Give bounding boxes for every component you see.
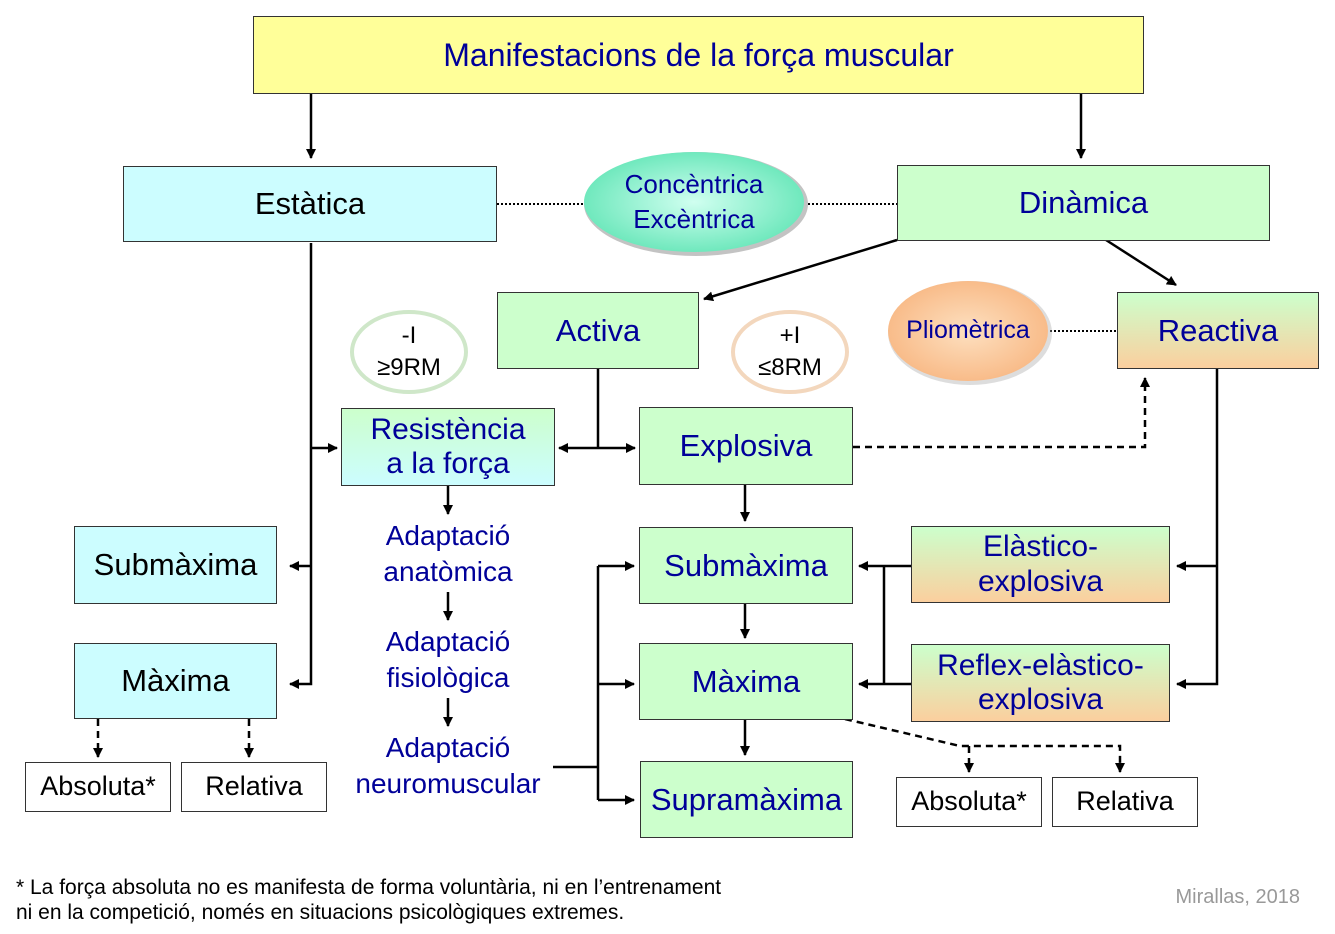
resistencia-line1: Resistència <box>370 412 526 446</box>
maxima-left-box: Màxima <box>74 643 277 719</box>
submaxima-center-box: Submàxima <box>639 527 853 604</box>
credit: Mirallas, 2018 <box>1175 886 1300 908</box>
adaptacio-neuromuscular-text: Adaptació neuromuscular <box>336 730 560 803</box>
adaptacio-anatomica-line1: Adaptació <box>385 520 511 551</box>
adaptacio-fisiologica-text: Adaptació fisiològica <box>340 624 556 697</box>
concentrica-label: Concèntrica <box>624 168 764 199</box>
footnote-line1: * La força absoluta no es manifesta de f… <box>16 876 722 899</box>
minus-intensity-oval: -I ≥9RM <box>352 312 466 392</box>
relativa-left-box: Relativa <box>181 762 327 812</box>
resistencia-line2: a la força <box>386 447 510 480</box>
absoluta-right-box: Absoluta* <box>896 777 1042 827</box>
elastico-explosiva-box: Elàstico- explosiva <box>911 526 1170 603</box>
elastico-line1: Elàstico- <box>982 530 1099 563</box>
eight-rm-label: ≤8RM <box>758 354 822 381</box>
concentrica-excentrica-oval: Concèntrica Excèntrica <box>584 152 804 252</box>
minus-intensity-label: -I <box>401 321 417 349</box>
footnote-line2: ni en la competició, només en situacions… <box>16 901 625 925</box>
reflex-line1: Reflex-elàstico- <box>937 648 1144 682</box>
plus-intensity-label: +I <box>779 321 801 349</box>
absoluta-left-box: Absoluta* <box>25 762 171 812</box>
adaptacio-neuromuscular-line2: neuromuscular <box>355 768 541 800</box>
reactiva-box: Reactiva <box>1117 292 1319 369</box>
resistencia-box: Resistència a la força <box>341 408 555 486</box>
reflex-line2: explosiva <box>977 683 1104 716</box>
adaptacio-fisiologica-line1: Adaptació <box>385 626 511 657</box>
footnote: * La força absoluta no es manifesta de f… <box>16 875 721 925</box>
adaptacio-fisiologica-line2: fisiològica <box>386 662 510 694</box>
plus-intensity-oval: +I ≤8RM <box>733 312 847 392</box>
dinamica-box: Dinàmica <box>897 165 1270 241</box>
maxima-center-box: Màxima <box>639 643 853 720</box>
adaptacio-anatomica-line2: anatòmica <box>383 556 513 588</box>
pliometrica-oval: Pliomètrica <box>906 316 1030 345</box>
adaptacio-neuromuscular-line1: Adaptació <box>385 732 511 763</box>
diagram-title: Manifestacions de la força muscular <box>253 16 1144 94</box>
explosiva-box: Explosiva <box>639 407 853 485</box>
submaxima-left-box: Submàxima <box>74 526 277 604</box>
elastico-line2: explosiva <box>977 564 1104 598</box>
estatica-box: Estàtica <box>123 166 497 242</box>
adaptacio-anatomica-text: Adaptació anatòmica <box>340 518 556 591</box>
nine-rm-label: ≥9RM <box>377 354 441 381</box>
excentrica-label: Excèntrica <box>633 204 755 234</box>
reflex-elastico-explosiva-box: Reflex-elàstico- explosiva <box>911 644 1170 722</box>
activa-box: Activa <box>497 292 699 369</box>
supramaxima-box: Supramàxima <box>640 761 853 838</box>
relativa-right-box: Relativa <box>1052 777 1198 827</box>
